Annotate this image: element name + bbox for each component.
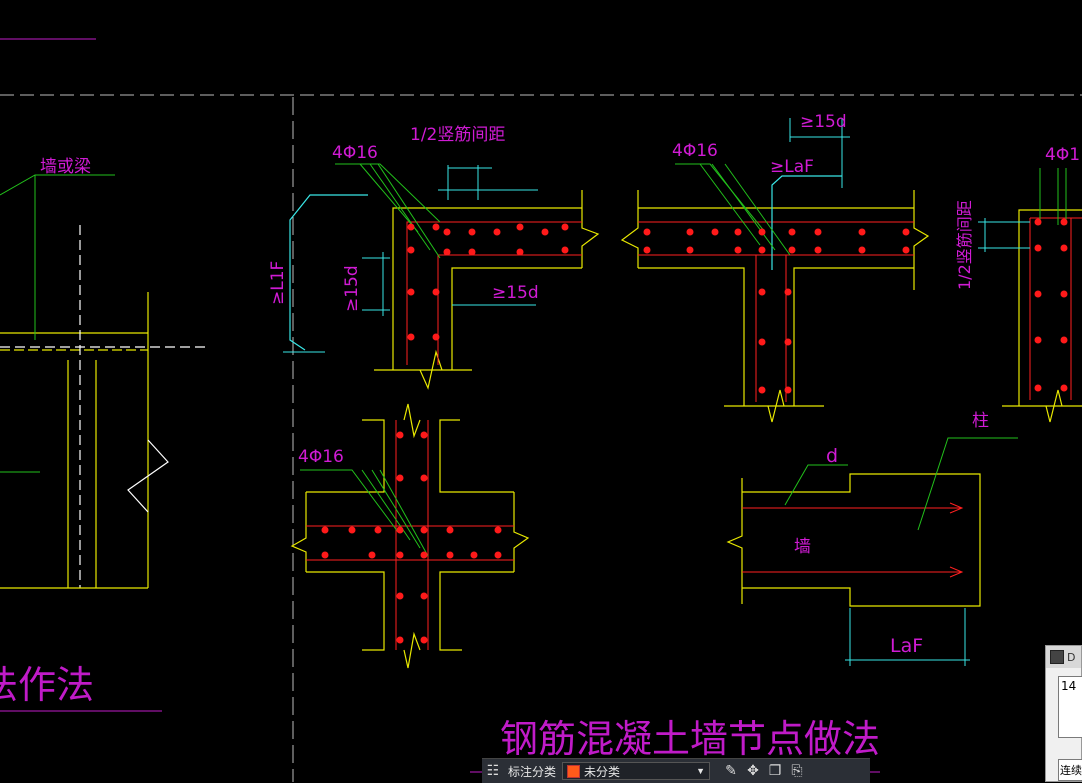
cross-rebar-dots xyxy=(321,431,502,644)
cross-junction-detail xyxy=(290,403,530,669)
label-rebar-c: 4Φ1 xyxy=(1045,145,1080,165)
panel-value-field[interactable]: 14 xyxy=(1058,676,1082,738)
annotation-toolbar: ☷ 标注分类 未分类 ▼ ✎ ✥ ❐ ⎘ xyxy=(482,758,870,783)
label-rebar-a: 4Φ16 xyxy=(332,143,378,163)
corner-rebar-dots xyxy=(407,223,569,341)
label-rebar-b: 4Φ16 xyxy=(672,141,718,161)
t-rebar-dots xyxy=(643,228,910,394)
t-junction-detail xyxy=(620,118,930,423)
panel-bottom-field[interactable]: 连续 xyxy=(1058,759,1082,781)
category-label: 标注分类 xyxy=(508,764,557,779)
label-wall-or-beam: 墙或梁 xyxy=(40,157,91,177)
label-15d-top: ≥15d xyxy=(800,112,847,132)
category-dropdown[interactable]: 未分类 ▼ xyxy=(562,762,711,780)
color-swatch xyxy=(567,764,581,778)
left-wall-detail xyxy=(0,225,205,589)
label-d: d xyxy=(826,445,838,467)
left-title-fragment: 法作法 xyxy=(0,663,94,707)
app-icon xyxy=(1050,650,1064,664)
label-laf: LaF xyxy=(890,635,923,657)
wall-column-detail xyxy=(726,437,1018,666)
label-half-spacing-right: 1/2竖筋间距 xyxy=(955,200,974,290)
column-rebar-dots xyxy=(1034,218,1068,392)
label-l1f: ≥L1F xyxy=(268,261,288,305)
category-selected: 未分类 xyxy=(584,764,621,779)
label-wall: 墙 xyxy=(794,537,811,557)
drawing-title: 钢筋混凝土墙节点做法 xyxy=(500,717,880,761)
grid-icon[interactable]: ☷ xyxy=(486,763,500,779)
paste-icon[interactable]: ⎘ xyxy=(791,763,803,779)
chevron-down-icon: ▼ xyxy=(696,766,706,776)
panel-title: D xyxy=(1067,650,1076,664)
panel-title-bar[interactable]: D xyxy=(1046,646,1081,668)
side-panel: D 14 连续 xyxy=(1045,645,1082,782)
label-rebar-d: 4Φ16 xyxy=(298,447,344,467)
label-15d-horizontal: ≥15d xyxy=(492,283,539,303)
corner-detail xyxy=(283,163,600,390)
right-column-detail xyxy=(978,168,1082,423)
label-half-spacing-top: 1/2竖筋间距 xyxy=(410,125,505,145)
move-icon[interactable]: ✥ xyxy=(747,763,759,779)
copy-icon[interactable]: ❐ xyxy=(768,763,782,779)
label-column: 柱 xyxy=(972,411,989,431)
label-laf-ge: ≥LaF xyxy=(770,157,814,177)
edit-icon[interactable]: ✎ xyxy=(725,763,737,779)
label-15d-vertical: ≥15d xyxy=(342,265,362,312)
